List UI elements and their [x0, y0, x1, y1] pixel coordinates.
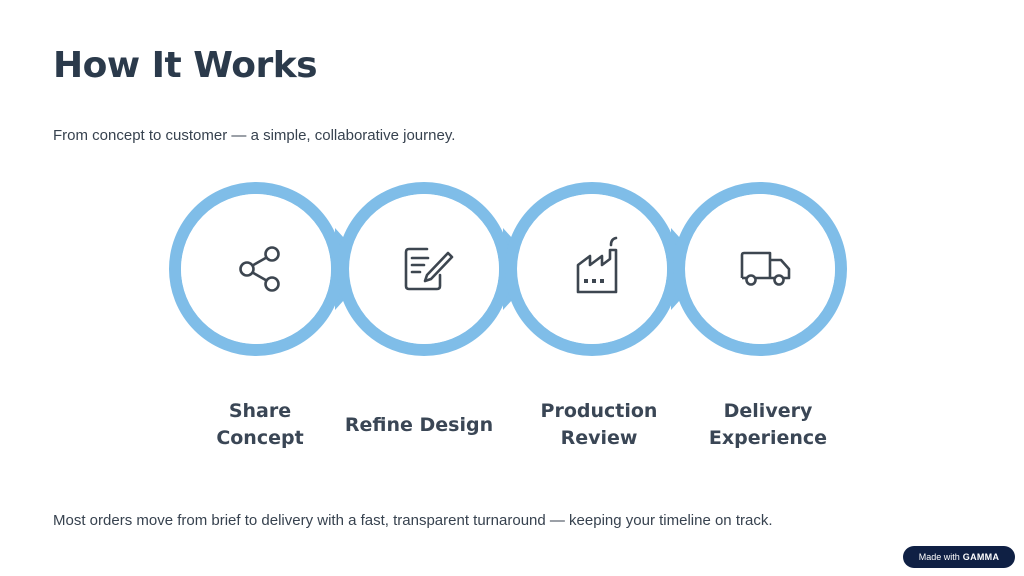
step-label-line: Share	[228, 400, 292, 422]
step-label-line: Delivery	[723, 400, 813, 422]
edit-document-icon	[404, 247, 454, 291]
footer-note: Most orders move from brief to delivery …	[53, 512, 773, 529]
page-subtitle: From concept to customer — a simple, col…	[53, 127, 456, 144]
step-ring-2	[337, 182, 511, 356]
truck-icon	[740, 251, 791, 286]
step-label-line: Production	[540, 400, 658, 422]
step-label-production-review: Production Review	[519, 398, 679, 452]
badge-brand: GAMMA	[962, 552, 1000, 562]
step-label-line: Refine Design	[344, 414, 494, 436]
step-label-line: Concept	[216, 427, 304, 449]
made-with-gamma-badge[interactable]: Made with GAMMA	[903, 546, 1015, 568]
step-label-line: Experience	[708, 427, 828, 449]
step-ring-1	[169, 182, 343, 356]
step-label-delivery-experience: Delivery Experience	[688, 398, 848, 452]
factory-icon	[576, 236, 618, 294]
badge-prefix: Made with	[918, 552, 960, 562]
share-icon	[239, 246, 280, 292]
step-ring-3	[505, 182, 679, 356]
step-label-share-concept: Share Concept	[180, 398, 340, 452]
step-label-refine-design: Refine Design	[339, 412, 499, 439]
page-title: How It Works	[53, 45, 318, 86]
step-label-line: Review	[560, 427, 638, 449]
step-ring-4	[673, 182, 847, 356]
